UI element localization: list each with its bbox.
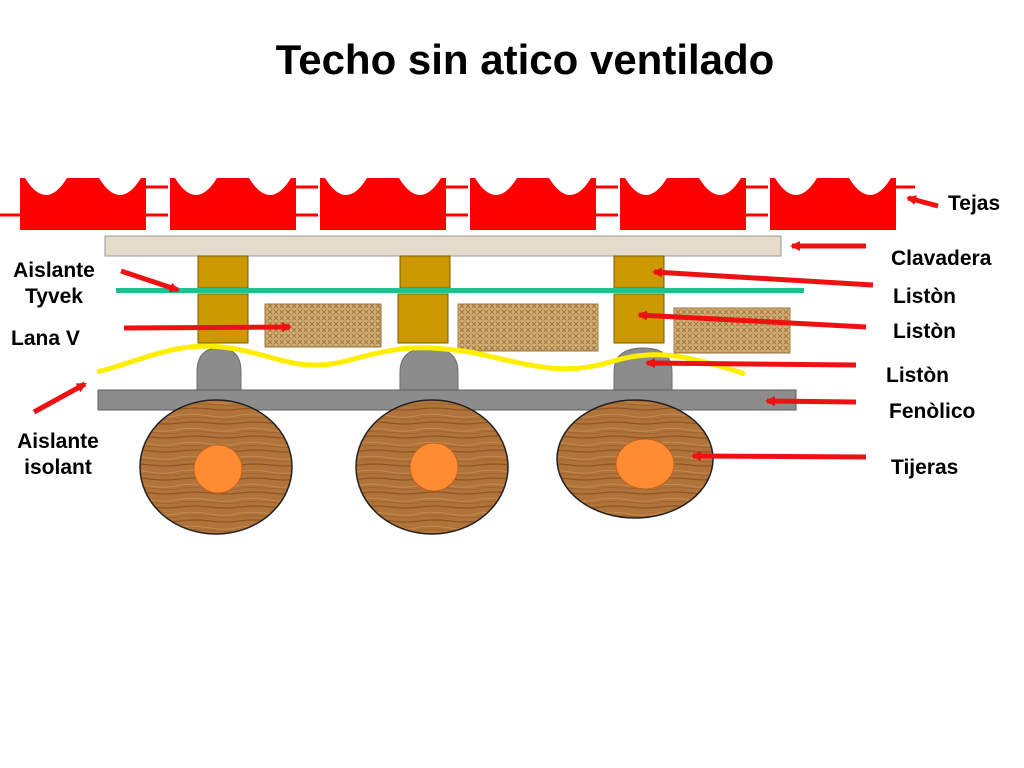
label-aislante-isolant: Aislante isolant xyxy=(6,429,110,481)
teja-1 xyxy=(20,178,146,230)
label-liston-2: Listòn xyxy=(893,320,956,343)
tyvek-membrane xyxy=(116,288,804,293)
isolant-wave xyxy=(96,343,746,377)
label-tijeras: Tijeras xyxy=(891,456,959,479)
teja-2 xyxy=(170,178,296,230)
arrow-isolant xyxy=(32,381,87,415)
teja-4 xyxy=(470,178,596,230)
arrow-tyvek xyxy=(120,268,180,293)
label-aislante-tyvek-line2: Tyvek xyxy=(25,285,83,308)
liston-upper-row xyxy=(197,255,665,289)
arrow-liston-1 xyxy=(652,267,874,288)
clavadera-board xyxy=(104,235,782,257)
lana-v-blocks xyxy=(264,303,791,354)
label-aislante-isolant-line1: Aislante xyxy=(17,430,99,453)
arrow-liston-2 xyxy=(637,310,867,330)
label-aislante-tyvek-line1: Aislante xyxy=(13,259,95,282)
label-liston-1: Listòn xyxy=(893,285,956,308)
teja-5 xyxy=(620,178,746,230)
label-aislante-tyvek: Aislante Tyvek xyxy=(6,258,102,310)
arrow-fenolico xyxy=(765,396,857,407)
arrow-liston-3 xyxy=(645,358,857,369)
label-lana-v: Lana V xyxy=(11,327,80,350)
label-tejas: Tejas xyxy=(948,192,1001,215)
diagram-title: Techo sin atico ventilado xyxy=(275,36,775,83)
liston-lower-row xyxy=(197,293,665,344)
teja-6 xyxy=(770,178,896,230)
tijeras xyxy=(139,399,714,535)
label-fenolico: Fenòlico xyxy=(889,400,976,423)
label-aislante-isolant-line2: isolant xyxy=(24,456,92,479)
arrow-tijeras xyxy=(691,451,867,462)
pointer-arrows xyxy=(32,195,939,462)
label-clavadera: Clavadera xyxy=(891,247,992,270)
label-liston-3: Listòn xyxy=(886,364,949,387)
arrow-lana-v xyxy=(123,322,292,333)
teja-3 xyxy=(320,178,446,230)
arrow-tejas xyxy=(906,195,939,209)
tejas-row xyxy=(0,178,915,230)
